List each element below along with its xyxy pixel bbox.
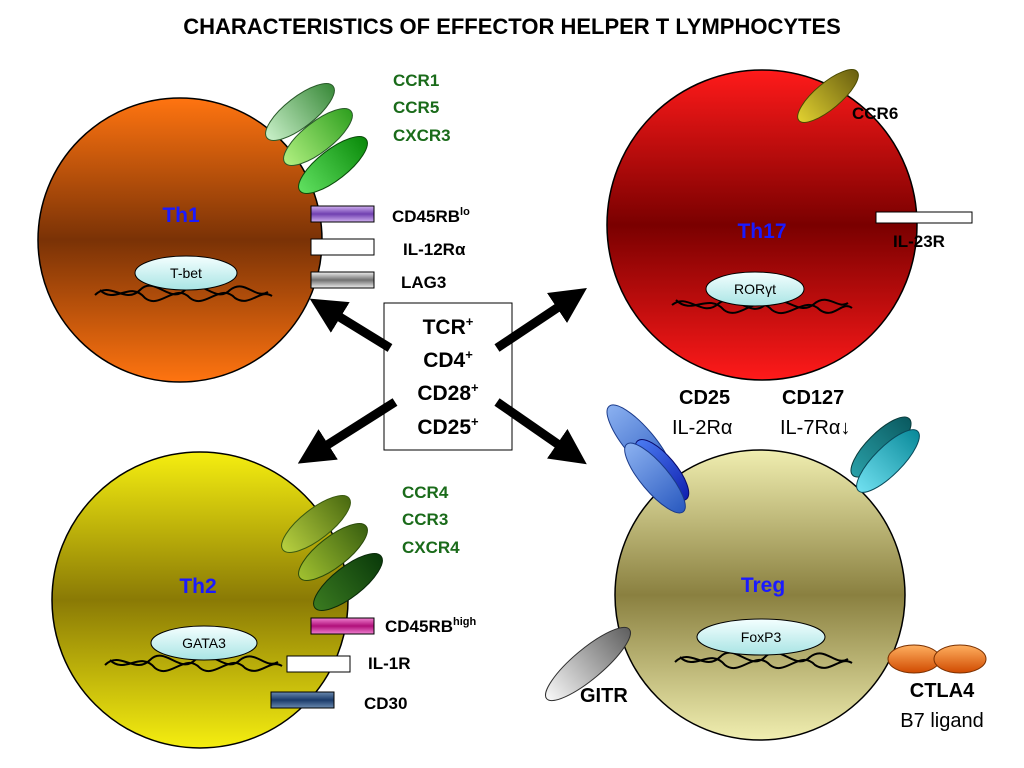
il7ra-label: IL-7Rα↓ bbox=[780, 417, 850, 439]
treg-tf-label: FoxP3 bbox=[741, 629, 782, 645]
tcr-label: TCR+ bbox=[423, 314, 474, 339]
ctla4-label: CTLA4 bbox=[910, 680, 975, 702]
ccr5-receptor bbox=[283, 108, 353, 166]
ctla4-receptor bbox=[933, 644, 987, 674]
th17-cell-label: Th17 bbox=[737, 220, 786, 243]
arrow-to-th1 bbox=[309, 298, 393, 352]
tf-oval bbox=[134, 255, 238, 291]
il23r-label: IL-23R bbox=[893, 232, 945, 251]
cxcr4-receptor bbox=[313, 553, 383, 611]
cd45rb-high-label: CD45RBhigh bbox=[385, 616, 477, 636]
il1r-label: IL-1R bbox=[368, 654, 411, 673]
b7-ligand-label: B7 ligand bbox=[900, 710, 983, 732]
cd28-label: CD28+ bbox=[417, 380, 479, 405]
gitr-label: GITR bbox=[580, 685, 628, 707]
arrow-to-th2 bbox=[297, 398, 398, 464]
treg-cell: FoxP3 Treg bbox=[545, 404, 920, 741]
tf-oval bbox=[705, 271, 805, 307]
ccr3-receptor bbox=[298, 523, 368, 581]
cd25-label: CD25 bbox=[679, 387, 730, 409]
lag3-label: LAG3 bbox=[401, 273, 446, 292]
ccr1-receptor bbox=[265, 83, 335, 141]
cd45rb-lo-receptor bbox=[310, 205, 375, 223]
th1-cell-label: Th1 bbox=[162, 204, 200, 227]
dna-strand bbox=[99, 289, 273, 302]
ccr3-label: CCR3 bbox=[402, 510, 448, 529]
cd45rb-lo-label: CD45RBlo bbox=[392, 206, 470, 226]
il1r-receptor bbox=[286, 655, 351, 673]
arrow-to-treg bbox=[494, 398, 587, 465]
il12ra-label: IL-12Rα bbox=[403, 240, 466, 259]
th1-tf-label: T-bet bbox=[170, 265, 202, 281]
th2-cell-label: Th2 bbox=[179, 575, 216, 598]
il12ra-receptor bbox=[310, 238, 375, 256]
ccr6-receptor bbox=[797, 69, 859, 123]
ccr4-label: CCR4 bbox=[402, 483, 449, 502]
dna-strand bbox=[675, 299, 853, 314]
lag3-receptor bbox=[310, 271, 375, 289]
th17-tf-label: RORγt bbox=[734, 281, 776, 297]
cd25-center-label: CD25+ bbox=[417, 414, 479, 439]
dna-strand bbox=[109, 659, 283, 672]
arrow-to-th17 bbox=[494, 288, 587, 352]
cxcr4-label: CXCR4 bbox=[402, 538, 460, 557]
cd45rb-high-receptor bbox=[310, 617, 375, 635]
il7ra-receptor bbox=[856, 429, 920, 493]
dna-strand bbox=[674, 651, 849, 663]
il2ra-label: IL-2Rα bbox=[672, 417, 732, 439]
dna-strand bbox=[679, 656, 853, 669]
ctla4-receptor bbox=[887, 644, 941, 674]
ccr5-label: CCR5 bbox=[393, 98, 439, 117]
il23r-receptor bbox=[875, 211, 973, 224]
th17-cell: RORγt Th17 bbox=[606, 69, 973, 381]
tf-oval bbox=[150, 625, 258, 661]
th2-cell: GATA3 Th2 bbox=[51, 451, 383, 749]
th1-cell: T-bet Th1 bbox=[37, 83, 375, 383]
gitr-receptor bbox=[545, 626, 631, 702]
il2rg-receptor bbox=[624, 442, 686, 514]
cd30-receptor bbox=[270, 691, 335, 709]
ccr4-receptor bbox=[281, 495, 351, 553]
tf-oval bbox=[696, 618, 826, 656]
treg-cell-label: Treg bbox=[741, 574, 785, 597]
cxcr3-label: CXCR3 bbox=[393, 126, 451, 145]
th2-tf-label: GATA3 bbox=[182, 635, 226, 651]
diagram-title: CHARACTERISTICS OF EFFECTOR HELPER T LYM… bbox=[183, 14, 841, 39]
ccr1-label: CCR1 bbox=[393, 71, 439, 90]
cxcr3-receptor bbox=[298, 136, 368, 194]
cd127-label: CD127 bbox=[782, 387, 844, 409]
cd30-label: CD30 bbox=[364, 694, 407, 713]
cd4-label: CD4+ bbox=[423, 347, 473, 372]
ccr6-label: CCR6 bbox=[852, 104, 898, 123]
center-marker-box bbox=[383, 302, 513, 451]
